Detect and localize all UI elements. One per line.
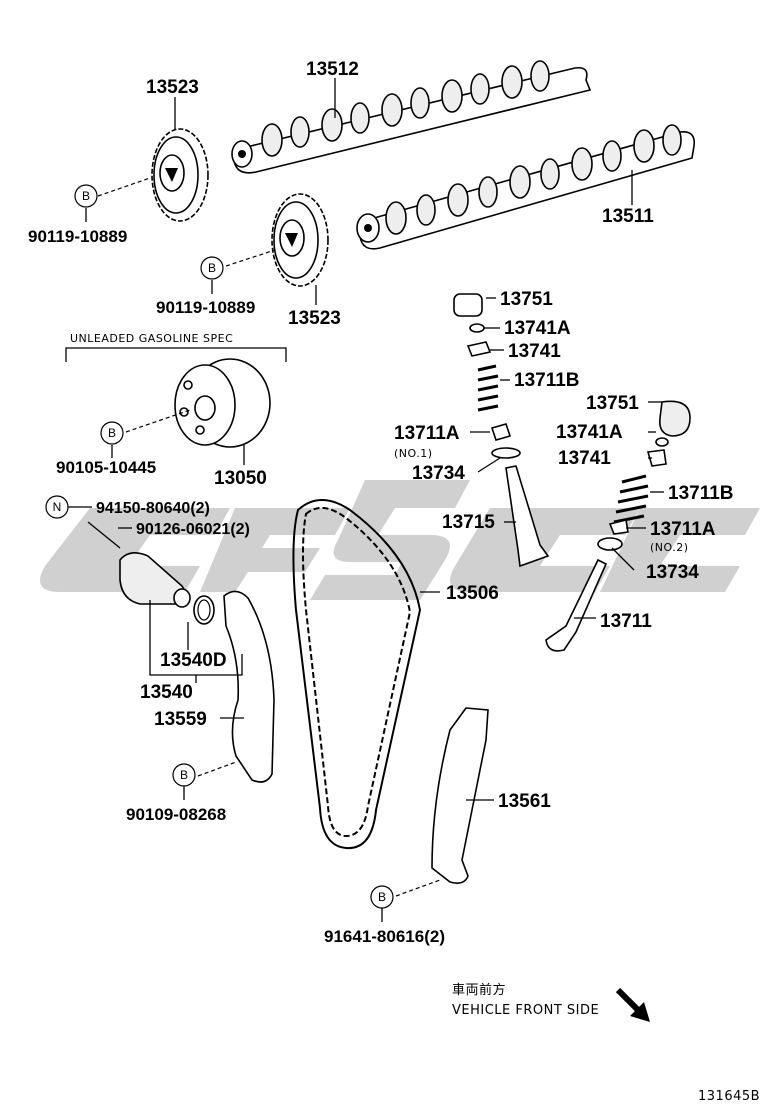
svg-text:B: B xyxy=(180,768,188,782)
label-94150-80640: 94150-80640(2) xyxy=(96,500,210,517)
label-91641-80616: 91641-80616(2) xyxy=(324,927,445,946)
diagram-id: 131645B xyxy=(698,1089,760,1104)
label-13512: 13512 xyxy=(306,59,359,80)
camshaft-13512 xyxy=(231,60,592,174)
spec-bracket xyxy=(65,347,287,362)
label-13506: 13506 xyxy=(446,583,499,604)
label-90119-10889-b: 90119-10889 xyxy=(156,298,255,317)
label-13711A-a: 13711A xyxy=(394,423,460,444)
chain-tensioner-13540 xyxy=(87,521,215,625)
label-13715: 13715 xyxy=(442,512,495,533)
label-13741-a: 13741 xyxy=(508,341,561,362)
label-13741A-a: 13741A xyxy=(504,318,571,339)
label-90119-10889-a: 90119-10889 xyxy=(28,227,127,246)
spec-note: UNLEADED GASOLINE SPEC xyxy=(70,332,233,345)
svg-text:B: B xyxy=(108,426,116,440)
svg-text:B: B xyxy=(208,261,216,275)
chain-slipper-13559 xyxy=(223,590,275,783)
marker-b-5: B xyxy=(370,885,394,909)
label-13751-a: 13751 xyxy=(500,289,553,310)
marker-n: N xyxy=(45,495,69,519)
sprocket-13523-top xyxy=(151,128,209,222)
label-13523-top: 13523 xyxy=(146,77,199,98)
arrow-icon xyxy=(615,987,650,1022)
chain-guide-13561 xyxy=(431,707,489,884)
vvt-gear-13050 xyxy=(174,358,271,448)
timing-chain-13506 xyxy=(292,499,422,850)
label-13711A-b: 13711A xyxy=(650,519,716,540)
label-13734-b: 13734 xyxy=(646,562,699,583)
label-13050: 13050 xyxy=(214,468,267,489)
label-13540: 13540 xyxy=(140,682,193,703)
leader-lines xyxy=(68,78,664,922)
label-13741A-b: 13741A xyxy=(556,422,623,443)
label-no2: (NO.2) xyxy=(650,541,689,554)
marker-b-1: B xyxy=(74,184,98,208)
label-13559: 13559 xyxy=(154,709,207,730)
label-13751-b: 13751 xyxy=(586,393,639,414)
label-13511: 13511 xyxy=(602,206,654,227)
front-en-label: VEHICLE FRONT SIDE xyxy=(452,1003,599,1018)
label-90126-06021: 90126-06021(2) xyxy=(136,521,250,538)
marker-b-2: B xyxy=(200,256,224,280)
label-13741-b: 13741 xyxy=(558,448,611,469)
label-90109-08268: 90109-08268 xyxy=(126,805,226,824)
label-no1: (NO.1) xyxy=(394,447,433,460)
front-jp-label: 車両前方 xyxy=(452,982,506,998)
label-90105-10445: 90105-10445 xyxy=(56,458,156,477)
svg-text:N: N xyxy=(53,500,62,514)
label-13711B-a: 13711B xyxy=(514,370,580,391)
label-13711B-b: 13711B xyxy=(668,483,734,504)
marker-b-4: B xyxy=(172,763,196,787)
camshaft-13511 xyxy=(356,124,696,250)
label-13711: 13711 xyxy=(600,611,652,632)
label-13523-mid: 13523 xyxy=(288,308,341,329)
valve-train xyxy=(453,293,691,652)
svg-text:B: B xyxy=(82,189,90,203)
label-13734-a: 13734 xyxy=(412,463,465,484)
label-13561: 13561 xyxy=(498,791,551,812)
label-13540D: 13540D xyxy=(160,650,227,671)
marker-b-3: B xyxy=(100,421,124,445)
sprocket-13523-mid xyxy=(271,193,329,287)
svg-text:B: B xyxy=(378,890,386,904)
